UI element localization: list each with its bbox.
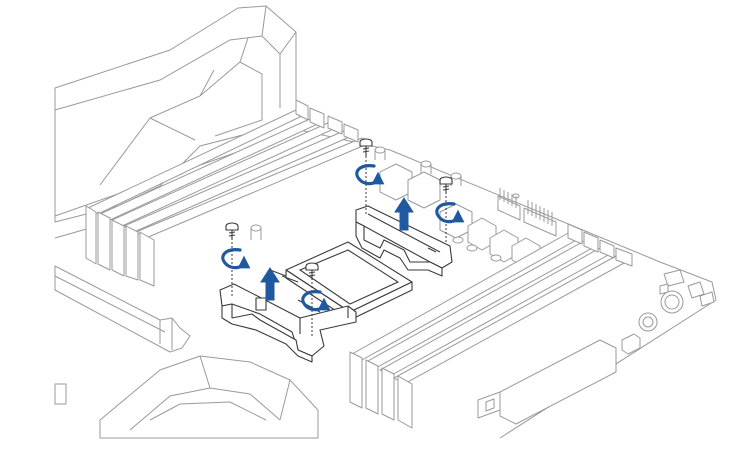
straight-up-arrow-icon (260, 267, 280, 301)
screw-icon (439, 176, 453, 194)
curved-unscrew-arrow-icon (301, 290, 331, 312)
screw-icon (359, 138, 373, 156)
curved-unscrew-arrow-icon (355, 164, 385, 186)
screw-icon (225, 222, 239, 240)
board-details-lower-right (477, 269, 715, 425)
bottom-mounting-bracket (219, 283, 357, 363)
screw-icon (305, 262, 319, 280)
vrm-components (250, 146, 541, 269)
curved-unscrew-arrow-icon (221, 248, 251, 270)
dimm-slots-upper-left (85, 99, 373, 287)
curved-unscrew-arrow-icon (435, 202, 465, 224)
top-mounting-bracket (355, 205, 453, 277)
pin-headers (497, 188, 557, 237)
dimm-slots-lower-right (349, 223, 633, 429)
screw-guides (231, 152, 447, 336)
straight-up-arrow-icon (394, 197, 414, 231)
cpu-socket (269, 241, 413, 321)
chipset-heatsink (54, 355, 319, 439)
pcie-slot (54, 265, 191, 353)
